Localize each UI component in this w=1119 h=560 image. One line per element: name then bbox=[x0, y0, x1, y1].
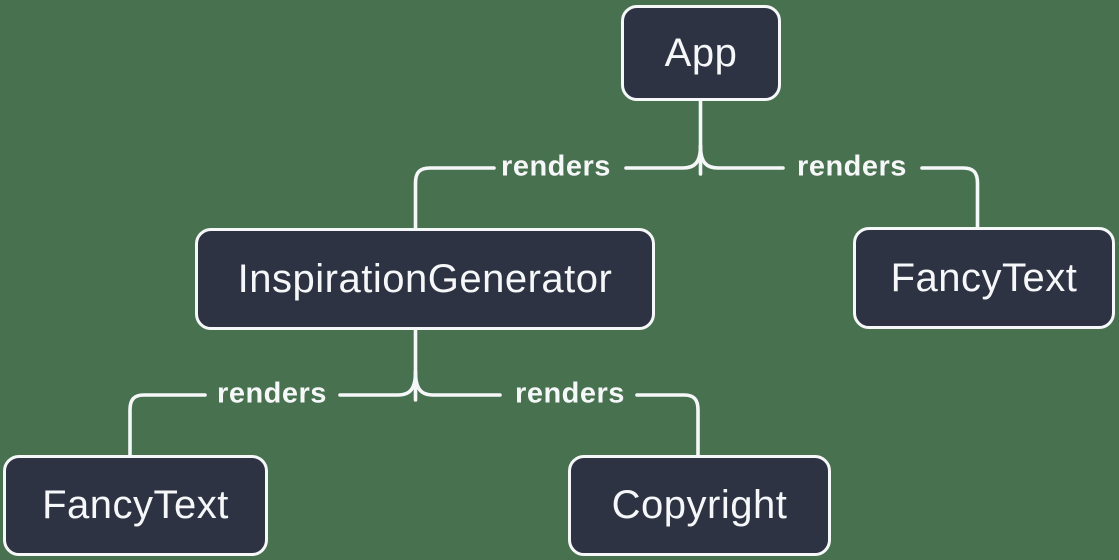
node-app-label: App bbox=[664, 30, 738, 75]
node-fancy-text-bottom-label: FancyText bbox=[42, 483, 229, 527]
node-fancy-text-top: FancyText bbox=[853, 227, 1115, 329]
node-fancy-text-top-label: FancyText bbox=[890, 255, 1078, 300]
edge-to-copyright-line bbox=[635, 393, 700, 458]
edge-label-renders-app-inspiration: renders bbox=[501, 150, 611, 183]
edge-to-inspiration-generator-line bbox=[413, 166, 496, 231]
edge-label-renders-inspiration-copyright: renders bbox=[515, 377, 625, 410]
inspiration-generator-left-arm-line bbox=[338, 370, 418, 397]
edge-to-fancy-text-bottom-line bbox=[128, 393, 207, 458]
edge-label-renders-app-fancytext: renders bbox=[797, 150, 907, 183]
node-copyright-label: Copyright bbox=[611, 483, 788, 527]
node-fancy-text-bottom: FancyText bbox=[3, 455, 268, 556]
node-copyright: Copyright bbox=[568, 455, 831, 556]
app-left-arm-line bbox=[624, 144, 703, 170]
inspiration-generator-right-arm-line bbox=[413, 370, 502, 397]
node-inspiration-generator: InspirationGenerator bbox=[195, 228, 655, 330]
node-app: App bbox=[621, 5, 781, 101]
node-inspiration-generator-label: InspirationGenerator bbox=[237, 256, 613, 301]
edge-label-renders-inspiration-fancytext: renders bbox=[217, 377, 327, 410]
edge-to-fancy-text-top-line bbox=[920, 166, 980, 230]
app-right-arm-line bbox=[698, 144, 785, 170]
